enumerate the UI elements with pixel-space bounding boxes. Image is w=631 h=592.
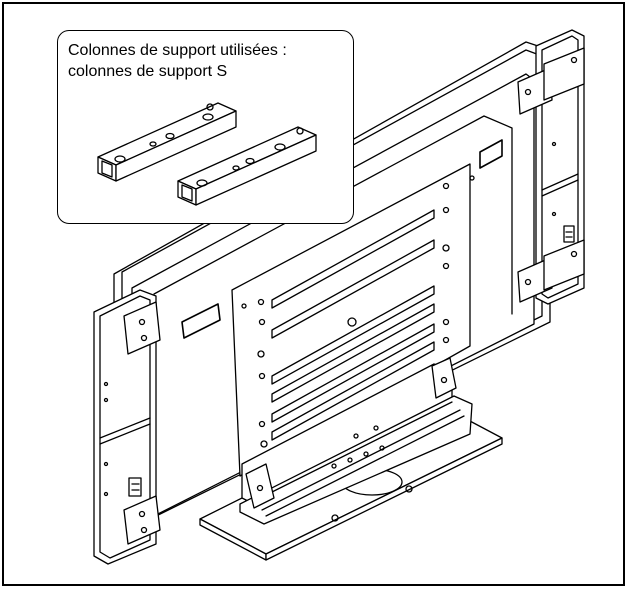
- right-speaker: [517, 29, 585, 305]
- callout-caption-line-2: colonnes de support S: [68, 63, 228, 80]
- support-columns-callout: Colonnes de support utilisées : colonnes…: [57, 30, 354, 224]
- figure-frame: Colonnes de support utilisées : colonnes…: [2, 2, 625, 586]
- stand-column: [239, 357, 473, 525]
- vent-slots: [271, 209, 435, 441]
- support-columns-illustration: [97, 102, 317, 206]
- display-with-stand-illustration: [93, 29, 585, 565]
- callout-caption-line-1: Colonnes de support utilisées :: [68, 42, 287, 59]
- screw-holes: [241, 175, 475, 448]
- support-column-icon: [97, 102, 237, 182]
- left-speaker: [93, 289, 161, 565]
- support-column-icon: [177, 126, 317, 206]
- display-back-panel: [131, 73, 535, 519]
- callout-caption: Colonnes de support utilisées : colonnes…: [68, 40, 287, 82]
